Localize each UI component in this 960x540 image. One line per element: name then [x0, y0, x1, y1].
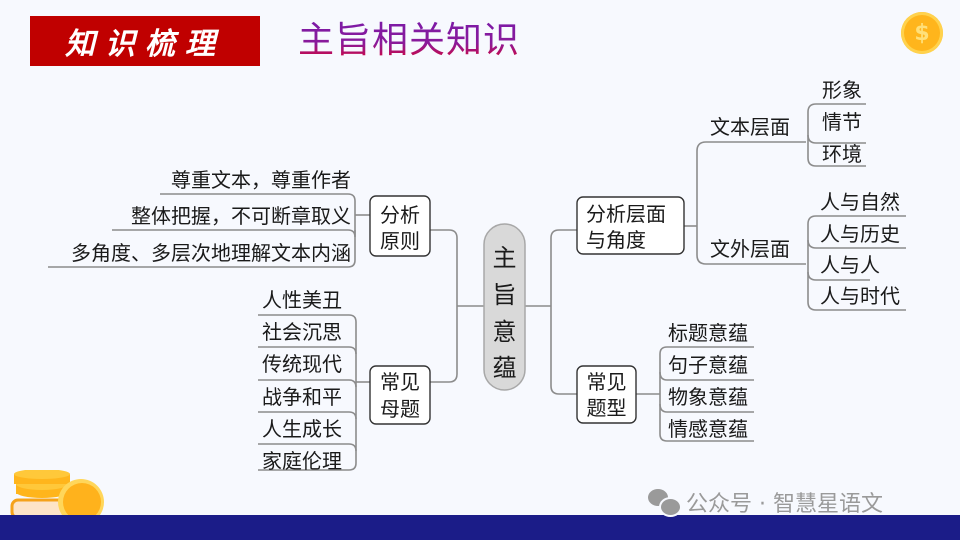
node-label: 人性美丑: [262, 288, 342, 312]
node-label: 环境: [822, 142, 862, 166]
wechat-icon: [648, 489, 682, 517]
node-label: 母题: [380, 397, 420, 421]
node-analysis-levels: [576, 196, 685, 255]
node-label: 情节: [822, 110, 862, 134]
node-label: 人与自然: [820, 190, 900, 214]
node-label: 整体把握，不可断章取义: [131, 204, 351, 228]
connector: [258, 443, 357, 452]
node-label: 家庭伦理: [262, 449, 342, 473]
connector: [112, 229, 356, 238]
connector: [258, 314, 357, 471]
center-node-label: 主 旨 意 蕴: [493, 244, 517, 382]
node-label: 战争和平: [262, 385, 342, 409]
connector: [374, 229, 458, 383]
node-label: 常见: [587, 370, 627, 394]
center-node-char: 蕴: [493, 354, 517, 382]
connector: [258, 411, 357, 420]
node-label: 分析: [380, 203, 420, 227]
node-label: 文本层面: [710, 115, 790, 139]
page-title: 主旨相关知识: [298, 18, 520, 64]
center-node-char: 主: [493, 244, 517, 272]
node-analysis-principles: [369, 195, 431, 257]
node-label: 原则: [380, 229, 420, 253]
node-label: 情感意蕴: [668, 417, 748, 441]
node-label: 多角度、多层次地理解文本内涵: [71, 241, 351, 265]
node-label: 人与历史: [820, 222, 900, 246]
node-label: 常见: [380, 370, 420, 394]
center-node: [483, 223, 526, 391]
connector: [807, 134, 866, 144]
connector: [550, 229, 577, 395]
node-label: 尊重文本，尊重作者: [171, 168, 351, 192]
center-node-char: 意: [493, 318, 517, 346]
node-common-question-types: [576, 365, 637, 424]
node-label: 标题意蕴: [668, 321, 748, 345]
node-label: 分析层面: [586, 202, 666, 226]
coin-icon: $: [901, 12, 943, 54]
node-label: 文外层面: [710, 237, 790, 261]
coin-stack-icon: [10, 470, 104, 525]
connector: [258, 346, 357, 355]
node-label: 形象: [822, 78, 862, 102]
connector: [659, 403, 754, 413]
watermark: 公众号 · 智慧星语文: [648, 486, 883, 518]
connector: [807, 271, 870, 281]
center-node-char: 旨: [493, 281, 517, 309]
connector: [807, 239, 906, 249]
node-label: 人与时代: [820, 284, 900, 308]
connector: [659, 346, 754, 442]
section-banner: 知识梳理: [30, 16, 260, 66]
node-label: 与角度: [586, 228, 646, 252]
node-label: 人与人: [820, 253, 880, 277]
node-label: 题型: [587, 396, 627, 420]
connector: [258, 379, 357, 388]
node-label: 传统现代: [262, 352, 342, 376]
connector: [807, 215, 906, 311]
node-label: 句子意蕴: [668, 353, 748, 377]
connector: [696, 141, 806, 265]
node-label: 人生成长: [262, 417, 342, 441]
node-common-motifs: [369, 365, 431, 425]
node-label: 社会沉思: [262, 320, 342, 344]
node-label: 物象意蕴: [668, 385, 748, 409]
footer-bar: [0, 515, 960, 540]
connector: [659, 371, 754, 381]
section-label: 知识梳理: [65, 27, 225, 62]
